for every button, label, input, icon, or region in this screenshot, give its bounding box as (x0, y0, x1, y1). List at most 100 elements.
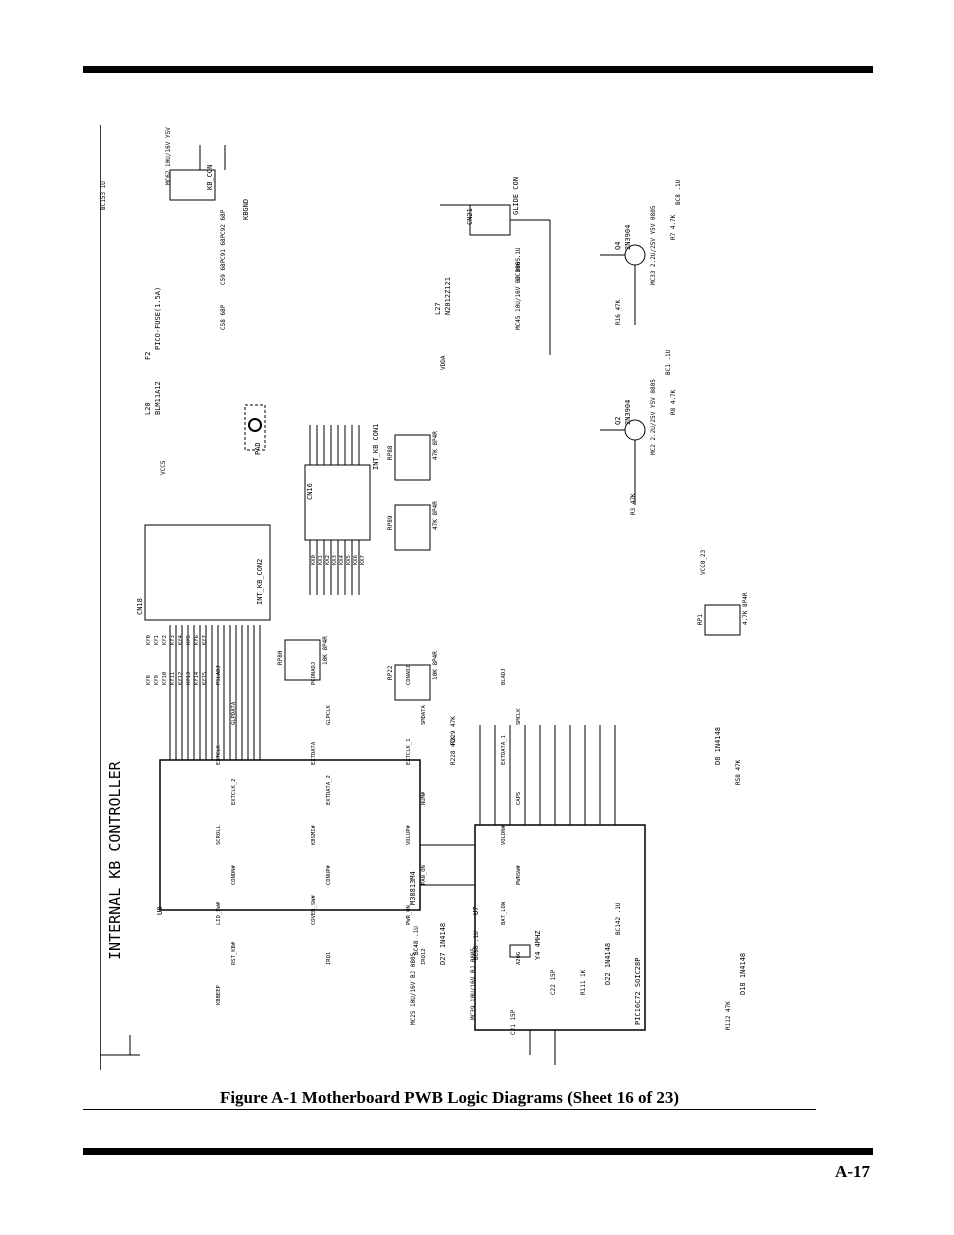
net-label: EXTCLK (216, 744, 222, 765)
net-label: BLADJ (501, 668, 507, 685)
ky-line: KY8 (146, 675, 152, 685)
net-label: PSLADJ (216, 665, 222, 685)
net-label: EXTDATA_1 (501, 735, 507, 765)
ferrite-l27-part: N2012Z121 (444, 277, 452, 315)
ky-line: KY14 (194, 671, 200, 685)
ky-line: KY10 (162, 672, 168, 685)
net-label: CONADJ (406, 665, 412, 685)
bottom-rule (83, 1148, 873, 1155)
ky-line: KY1 (154, 635, 160, 645)
net-label: KBBEEP (216, 984, 222, 1005)
ky-line: KY13 (186, 672, 192, 685)
rpack-rp1: RP1 (697, 614, 704, 625)
net-label: SCROLL (216, 824, 222, 845)
capacitor-bc88: BC88 .1U (473, 931, 480, 960)
figure-caption: Figure A-1 Motherboard PWB Logic Diagram… (219, 1088, 680, 1107)
connector-kb-con: KB_CON (206, 165, 214, 190)
capacitor-c91: C91 68P (220, 234, 227, 260)
net-label: PWR_ON (406, 905, 412, 925)
net-label: COVER_SW# (311, 895, 317, 925)
ky-line: KY3 (170, 635, 176, 645)
kx-line: KX7 (360, 555, 366, 565)
capacitor-mc39: MC39 10U/16V BJ 0805 (470, 947, 477, 1020)
power-label: VCC5 (160, 460, 167, 475)
net-label: PWRSW# (516, 864, 522, 885)
ky-line: KY15 (202, 672, 208, 685)
net-label: A20G (516, 952, 522, 965)
net-label: BAT_LOW (501, 901, 507, 925)
transistor-q4: Q4 (614, 242, 622, 250)
rpack-value: 47K 8P4R (432, 501, 439, 530)
rpack-value: 10K 8P4R (432, 651, 439, 680)
net-label: IRQ12 (421, 948, 427, 965)
capacitor-bc142: BC142 .1U (615, 902, 622, 935)
rpack-rp22: RP22 (387, 665, 394, 680)
diode-d27: D27 1N4148 (439, 923, 447, 965)
resistor-r229: R229 47K (450, 716, 457, 745)
connector-kbgnd: KBGND (242, 199, 250, 220)
rpack-value: 4.7K 8P4R (742, 592, 749, 625)
net-label: VOLDN# (501, 824, 507, 845)
net-label: GLPDATA (231, 701, 237, 725)
kx-line: KX6 (353, 555, 359, 565)
capacitor-mc25: MC25 10U/16V BJ 0805 (410, 952, 417, 1025)
kx-line: KX3 (332, 555, 338, 565)
fuse-ref: F2 (144, 352, 152, 360)
resistor-r228: R228 47K (450, 736, 457, 765)
ky-line: KY5 (186, 635, 192, 645)
capacitor-mc62: MC62 10U/16V Y5V 1206 (165, 125, 172, 185)
net-label: SMDATA (421, 704, 427, 725)
net-label: LID_SW# (216, 901, 222, 925)
net-label: IRQ1 (326, 952, 332, 965)
connector-cn21: CN21 (466, 208, 474, 225)
net-label: NUM# (421, 791, 427, 805)
capacitor-bc8: BC8 .1U (675, 179, 682, 205)
capacitor-bc1: BC1 .1U (665, 349, 672, 375)
ic-part-u7: PIC16C72 SOIC28P (634, 958, 642, 1025)
capacitor-bc48: BC48 .1U (413, 926, 420, 955)
resistor-r8: R8 4.7K (670, 389, 677, 415)
net-label: RST_KB# (231, 941, 237, 965)
ky-line: KY6 (194, 635, 200, 645)
capacitor-c59: C59 68P (220, 259, 227, 285)
connector-cn18: CN18 (136, 598, 144, 615)
kx-line: KX1 (318, 555, 324, 565)
ferrite-l20-part: BLM11A12 (154, 381, 162, 415)
resistor-r3: R3 47K (630, 493, 637, 515)
ky-line: KY12 (178, 672, 184, 685)
schematic-title: INTERNAL KB CONTROLLER (106, 760, 124, 960)
resistor-r7: R7 4.7K (670, 214, 677, 240)
kx-line: KX5 (346, 555, 352, 565)
ferrite-l20: L20 (144, 402, 152, 415)
resistor-r112: R112 47K (725, 1001, 732, 1030)
capacitor-bc153: BC153 1U (100, 181, 107, 210)
ic-ref-u7: U7 (472, 907, 480, 915)
rpack-rp89: RP89 (387, 515, 394, 530)
diode-d18: D18 1N4148 (739, 953, 747, 995)
rpack-value: 10K 8P4R (322, 636, 329, 665)
kx-line: KX4 (339, 554, 345, 565)
net-label: CAPS (516, 792, 522, 805)
connector-cn16: CN16 (306, 483, 314, 500)
net-label: CONDN# (231, 864, 237, 885)
rpack-rp80: RP80 (277, 650, 284, 665)
net-label: EXTCLK_1 (406, 739, 412, 766)
net-label: EXTDATA (311, 741, 317, 765)
net-label: SMCLK (516, 708, 522, 725)
resistor-r58: R58 47K (735, 759, 742, 785)
capacitor-c21: C21 15P (510, 1009, 517, 1035)
net-label: EXTDATA_2 (326, 775, 332, 805)
diode-d8: D8 1N4148 (714, 727, 722, 765)
kx-line: KX0 (311, 555, 317, 565)
capacitor-bc106: BC106 .1U (515, 247, 522, 280)
power-label: VCC0_23 (700, 549, 707, 575)
rpack-value: 47K 8P4R (432, 431, 439, 460)
pad-label: PAD (254, 442, 262, 455)
net-label: KBSMI# (311, 824, 317, 845)
net-label: EXTCLK_2 (231, 779, 237, 806)
ky-line: KY7 (202, 635, 208, 645)
power-label: VDDA (440, 355, 447, 370)
crystal-y4: Y4 4MHZ (534, 930, 542, 960)
resistor-r111: R111 1K (580, 969, 587, 995)
